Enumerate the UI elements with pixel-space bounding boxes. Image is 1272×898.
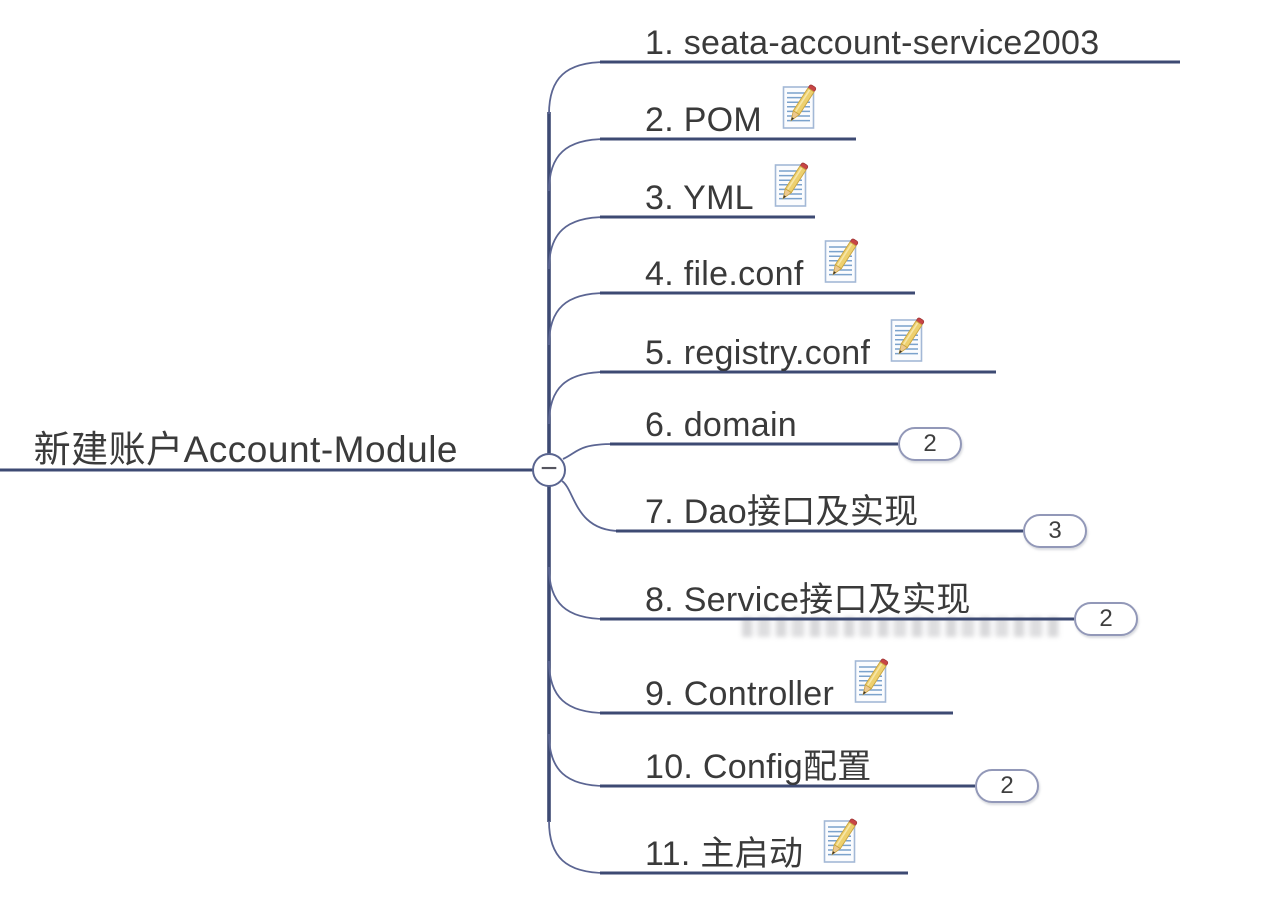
note-icon[interactable] bbox=[823, 817, 863, 865]
topic-node-11[interactable]: 11. 主启动 bbox=[645, 817, 863, 873]
root-topic[interactable]: 新建账户Account-Module bbox=[0, 422, 458, 468]
branch-curve bbox=[561, 480, 621, 532]
topic-node-8[interactable]: 8. Service接口及实现 bbox=[645, 567, 971, 617]
note-icon[interactable] bbox=[824, 237, 864, 285]
topic-node-4[interactable]: 4. file.conf bbox=[645, 237, 864, 293]
topic-label: 11. 主启动 bbox=[645, 835, 804, 873]
topic-node-10[interactable]: 10. Config配置 bbox=[645, 734, 872, 784]
topic-label: 8. Service接口及实现 bbox=[645, 581, 971, 619]
topic-node-1[interactable]: 1. seata-account-service2003 bbox=[645, 10, 1099, 60]
topic-label: 4. file.conf bbox=[645, 255, 804, 293]
topic-label: 10. Config配置 bbox=[645, 748, 872, 786]
topic-node-6[interactable]: 6. domain bbox=[645, 392, 797, 442]
topic-label: 7. Dao接口及实现 bbox=[645, 493, 919, 531]
branch-curve bbox=[562, 443, 615, 460]
topic-label: 1. seata-account-service2003 bbox=[645, 24, 1100, 62]
collapsed-count-badge[interactable]: 2 bbox=[975, 769, 1039, 803]
topic-label: 5. registry.conf bbox=[645, 334, 871, 372]
topic-label: 9. Controller bbox=[645, 675, 835, 713]
topic-node-9[interactable]: 9. Controller bbox=[645, 657, 894, 713]
collapsed-count-badge[interactable]: 2 bbox=[1074, 602, 1138, 636]
topic-node-3[interactable]: 3. YML bbox=[645, 161, 814, 217]
collapsed-count-badge[interactable]: 3 bbox=[1023, 514, 1087, 548]
topic-label: 6. domain bbox=[645, 406, 798, 444]
branch-curve bbox=[548, 566, 607, 620]
branch-curve bbox=[548, 660, 607, 714]
note-icon[interactable] bbox=[774, 161, 814, 209]
topic-node-7[interactable]: 7. Dao接口及实现 bbox=[645, 479, 918, 529]
badge-count: 3 bbox=[1048, 517, 1062, 544]
topic-label: 3. YML bbox=[645, 179, 754, 217]
branch-curve bbox=[548, 292, 607, 346]
badge-count: 2 bbox=[1099, 605, 1113, 632]
badge-count: 2 bbox=[1000, 772, 1014, 799]
branch-curve bbox=[548, 820, 607, 874]
collapse-button[interactable]: − bbox=[532, 453, 566, 487]
topic-label: 2. POM bbox=[645, 101, 763, 139]
branch-curve bbox=[548, 216, 607, 270]
root-topic-label: 新建账户Account-Module bbox=[33, 429, 458, 470]
collapsed-count-badge[interactable]: 2 bbox=[898, 427, 962, 461]
note-icon[interactable] bbox=[782, 83, 822, 131]
branch-curve bbox=[548, 371, 607, 425]
note-icon[interactable] bbox=[854, 657, 894, 705]
watermark-smudge bbox=[742, 617, 1060, 637]
branch-curve bbox=[548, 733, 607, 787]
branch-curve bbox=[548, 61, 607, 115]
badge-count: 2 bbox=[923, 430, 937, 457]
topic-node-2[interactable]: 2. POM bbox=[645, 83, 822, 139]
topic-node-5[interactable]: 5. registry.conf bbox=[645, 316, 930, 372]
note-icon[interactable] bbox=[890, 316, 930, 364]
branch-curve bbox=[548, 138, 607, 192]
